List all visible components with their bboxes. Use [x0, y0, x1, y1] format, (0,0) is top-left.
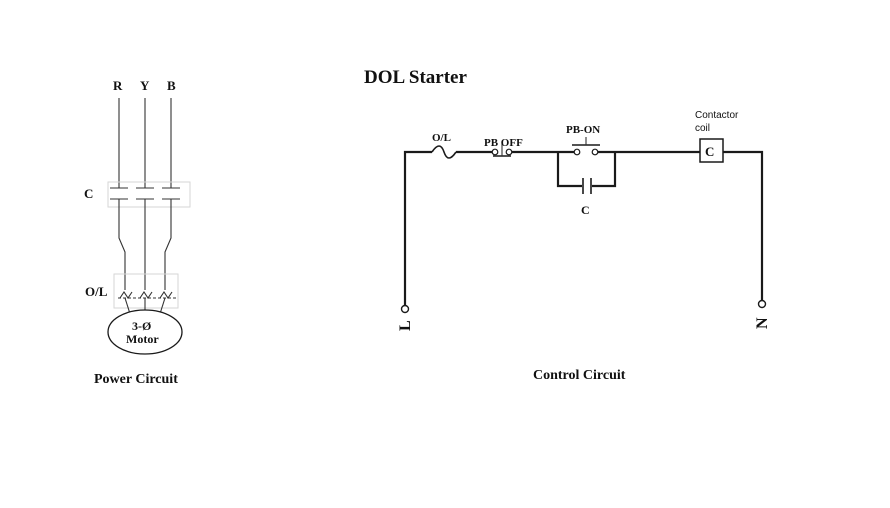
coil-note-line2: coil — [695, 123, 710, 134]
contactor-coil-label: C — [705, 144, 714, 159]
power-overload-label: O/L — [85, 284, 108, 299]
power-contactor-label: C — [84, 186, 93, 201]
contactor-coil-box — [699, 138, 724, 163]
phase-label-y: Y — [140, 78, 150, 93]
hold-contact-label: C — [581, 203, 590, 217]
pb-on-label: PB-ON — [566, 124, 600, 136]
power-contactor-box — [107, 181, 191, 208]
motor-label: Motor — [126, 332, 159, 346]
pb-off-label: PB OFF — [484, 137, 523, 149]
control-overload-label: O/L — [432, 132, 451, 144]
phase-label-r: R — [113, 78, 123, 93]
phase-wires-upper — [118, 98, 172, 188]
power-overload-elements — [118, 291, 176, 299]
phase-wires-middle — [118, 199, 172, 290]
power-overload-box — [113, 273, 179, 309]
coil-note-line1: Contactor — [695, 110, 739, 121]
control-overload-element — [431, 145, 457, 159]
neutral-terminal — [757, 299, 767, 309]
neutral-terminal-label: N — [754, 317, 771, 329]
motor-phase-label: 3-Ø — [132, 319, 151, 333]
power-circuit: R Y B C O/L — [84, 78, 191, 387]
pb-on-switch — [572, 137, 600, 156]
neutral-wire — [723, 150, 764, 300]
line-wire — [403, 150, 432, 305]
power-contactor-contacts — [110, 187, 180, 200]
line-terminal-label: L — [397, 320, 414, 331]
power-circuit-caption: Power Circuit — [94, 372, 178, 387]
hold-branch-wire — [556, 152, 582, 188]
diagram-title: DOL Starter — [364, 67, 467, 88]
pb-off-switch — [491, 143, 513, 157]
motor-symbol — [107, 309, 183, 355]
line-terminal — [400, 304, 410, 314]
phase-label-b: B — [167, 78, 176, 93]
control-circuit: L O/L PB OFF PB-ON C — [397, 110, 771, 383]
control-circuit-caption: Control Circuit — [533, 368, 626, 383]
hold-contact — [582, 178, 592, 194]
